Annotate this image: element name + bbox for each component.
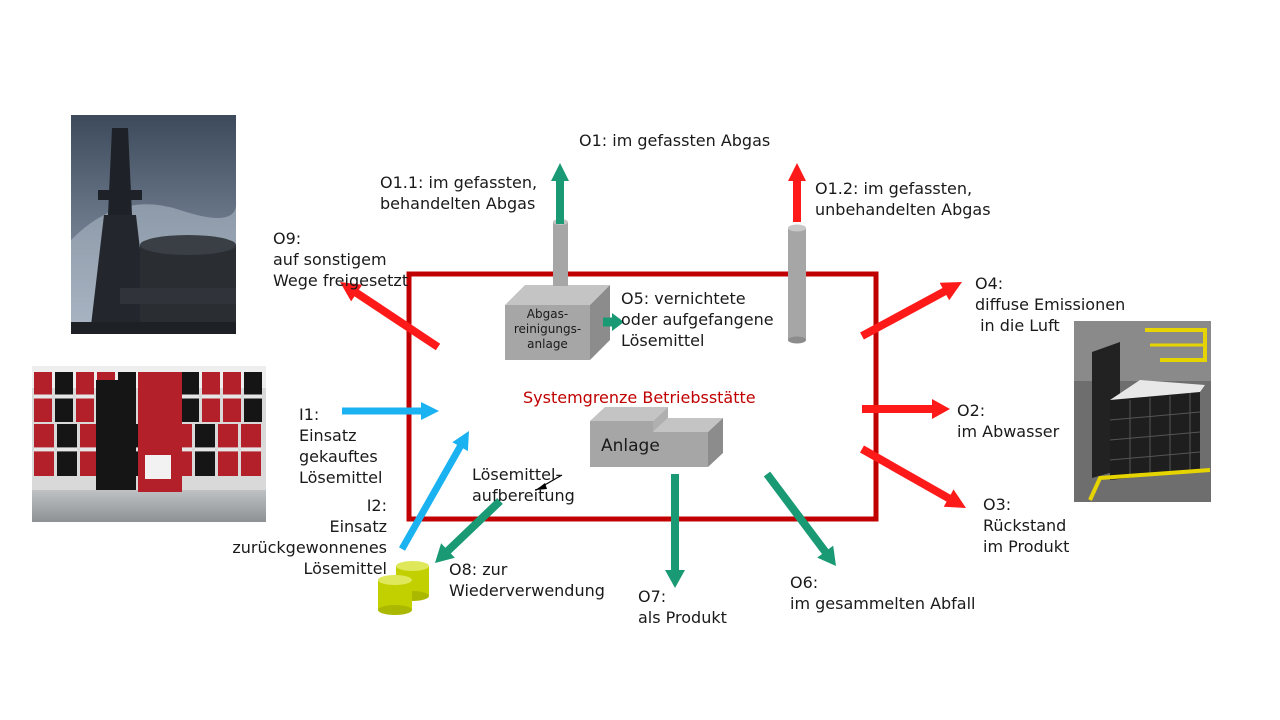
- abgas-unit-label: Abgas-reinigungs-anlage: [513, 307, 582, 351]
- drum-band: [202, 394, 220, 399]
- arrow-o9: [340, 282, 441, 351]
- anlage-block: [590, 407, 723, 467]
- hazard-label-icon: [145, 455, 171, 479]
- abgas-reinigungsanlage: [505, 285, 610, 360]
- arrow-o4: [860, 282, 962, 340]
- stack-untreated: [788, 228, 806, 340]
- anlage-label: Anlage: [601, 436, 660, 456]
- arrow-o6: [763, 471, 836, 566]
- aufbereitung-label: Lösemittel-aufbereitung: [472, 465, 575, 505]
- drum-band: [76, 394, 94, 399]
- drum-band: [181, 394, 199, 399]
- drum-band: [244, 394, 262, 399]
- arrow-o3: [860, 445, 966, 508]
- arrow-i2: [399, 431, 469, 551]
- stack-treated: [553, 222, 568, 286]
- arrow-o2: [862, 399, 950, 419]
- drum-band: [195, 447, 215, 452]
- arrow-i1: [342, 402, 439, 420]
- arrow-o5: [603, 313, 624, 331]
- drums-photo: [32, 366, 266, 522]
- drum-band: [80, 447, 100, 452]
- label-o6: O6:im gesammelten Abfall: [790, 573, 976, 613]
- drum-band: [57, 447, 77, 452]
- arrow-o1-1: [551, 163, 569, 224]
- label-o1-2: O1.2: im gefassten,unbehandelten Abgas: [815, 179, 991, 219]
- arrow-o7: [665, 474, 685, 588]
- drum-front: [96, 380, 136, 490]
- system-boundary: [406, 271, 879, 522]
- recycle-drums-icon: [378, 561, 429, 615]
- label-o1: O1: im gefassten Abgas: [579, 131, 771, 150]
- drum-band: [34, 447, 54, 452]
- label-o2: O2:im Abwasser: [957, 401, 1060, 441]
- label-o7: O7:als Produkt: [638, 587, 727, 627]
- drum-band: [55, 394, 73, 399]
- boundary-label: Systemgrenze Betriebsstätte: [523, 388, 756, 407]
- drum-band: [34, 394, 52, 399]
- label-o1-1: O1.1: im gefassten,behandelten Abgas: [380, 173, 538, 213]
- label-o4: O4:diffuse Emissionen in die Luft: [975, 274, 1126, 335]
- arrow-o8: [435, 498, 503, 563]
- arrow-o1-2: [788, 163, 806, 222]
- drum-band: [241, 447, 261, 452]
- bin-photo: [1074, 321, 1211, 502]
- drum-band: [218, 447, 238, 452]
- chimney-photo: [71, 115, 237, 334]
- drum-band: [223, 394, 241, 399]
